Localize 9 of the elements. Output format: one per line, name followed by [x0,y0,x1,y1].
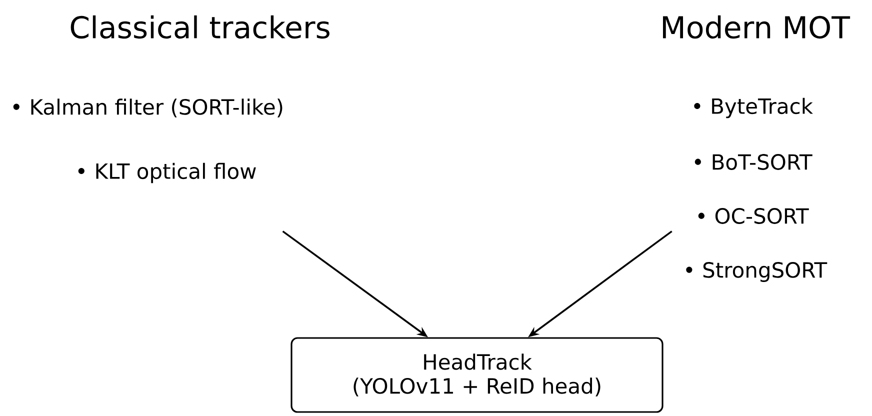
process-box: HeadTrack (YOLOv11 + ReID head) [290,337,664,413]
bullet-item: • StrongSORT [686,262,828,282]
bullet-item: • ByteTrack [694,98,813,118]
bullet-item: • KLT optical flow [78,162,256,184]
bullet-item: • BoT-SORT [694,154,812,170]
bullet-item: • Kalman filter (SORT-like) [13,98,282,118]
column-heading: Modern MOT [663,15,850,39]
column-heading: Classical trackers [70,15,330,39]
bullet-item: • OC-SORT [698,208,809,224]
